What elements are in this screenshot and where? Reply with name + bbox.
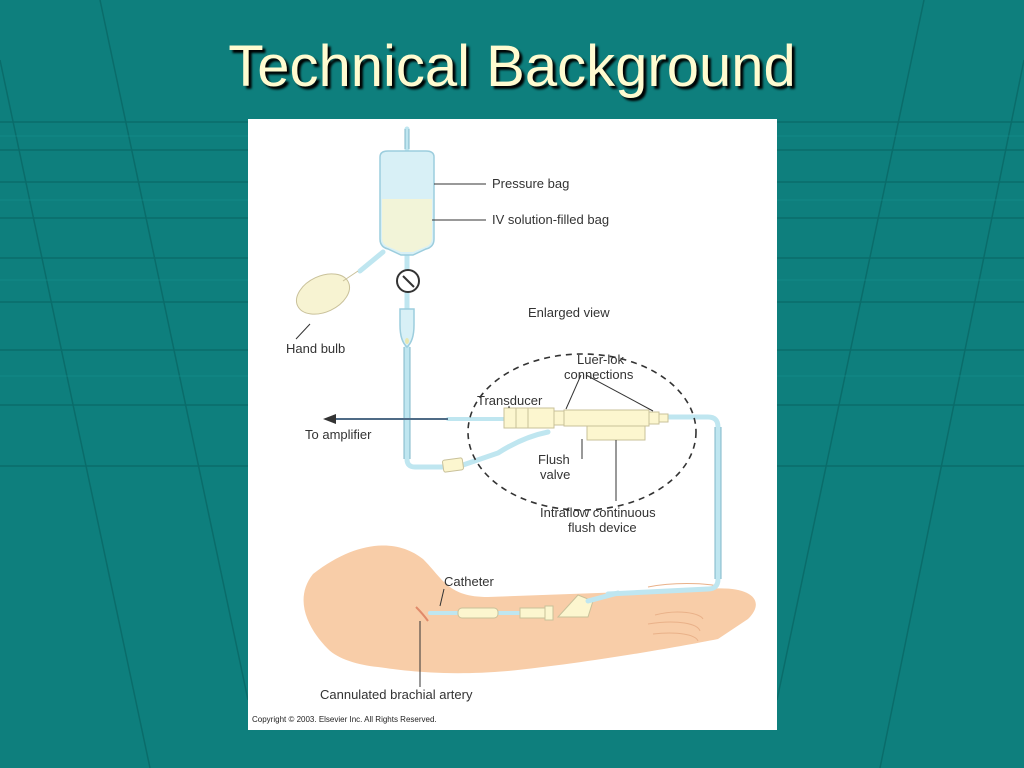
enlarged-view-circle bbox=[467, 353, 697, 511]
catheter bbox=[457, 590, 621, 621]
label-hand-bulb: Hand bulb bbox=[286, 341, 345, 356]
label-to-amplifier: To amplifier bbox=[305, 427, 372, 442]
label-enlarged-view: Enlarged view bbox=[528, 305, 610, 320]
label-catheter: Catheter bbox=[444, 574, 495, 589]
leader-lines bbox=[295, 183, 654, 687]
hand-bulb bbox=[296, 249, 386, 315]
label-intraflow-1: Intraflow continuous bbox=[540, 505, 656, 520]
label-intraflow-2: flush device bbox=[568, 520, 637, 535]
copyright-notice: Copyright © 2003. Elsevier Inc. All Righ… bbox=[252, 715, 437, 724]
pressure-gauge bbox=[396, 269, 420, 293]
intraflow-flush-device bbox=[563, 409, 669, 441]
label-flush-valve-1: Flush bbox=[538, 452, 570, 467]
flush-valve bbox=[442, 457, 464, 473]
label-cannulated-artery: Cannulated brachial artery bbox=[320, 687, 473, 702]
label-luer-lok-2: connections bbox=[564, 367, 634, 382]
pressure-tubing bbox=[404, 126, 721, 615]
slide-title: Technical Background bbox=[228, 34, 796, 99]
label-transducer: Transducer bbox=[477, 393, 543, 408]
amplifier-arrow bbox=[323, 414, 448, 424]
label-flush-valve-2: valve bbox=[540, 467, 570, 482]
drip-chamber bbox=[399, 308, 415, 348]
arterial-line-diagram: Pressure bag IV solution-filled bag Hand… bbox=[248, 119, 777, 730]
iv-solution-bag bbox=[382, 199, 432, 252]
label-pressure-bag: Pressure bag bbox=[492, 176, 569, 191]
label-luer-lok-1: Luer-lok bbox=[577, 352, 624, 367]
label-iv-bag: IV solution-filled bag bbox=[492, 212, 609, 227]
transducer bbox=[503, 407, 565, 429]
diagram-canvas: Pressure bag IV solution-filled bag Hand… bbox=[252, 126, 756, 724]
